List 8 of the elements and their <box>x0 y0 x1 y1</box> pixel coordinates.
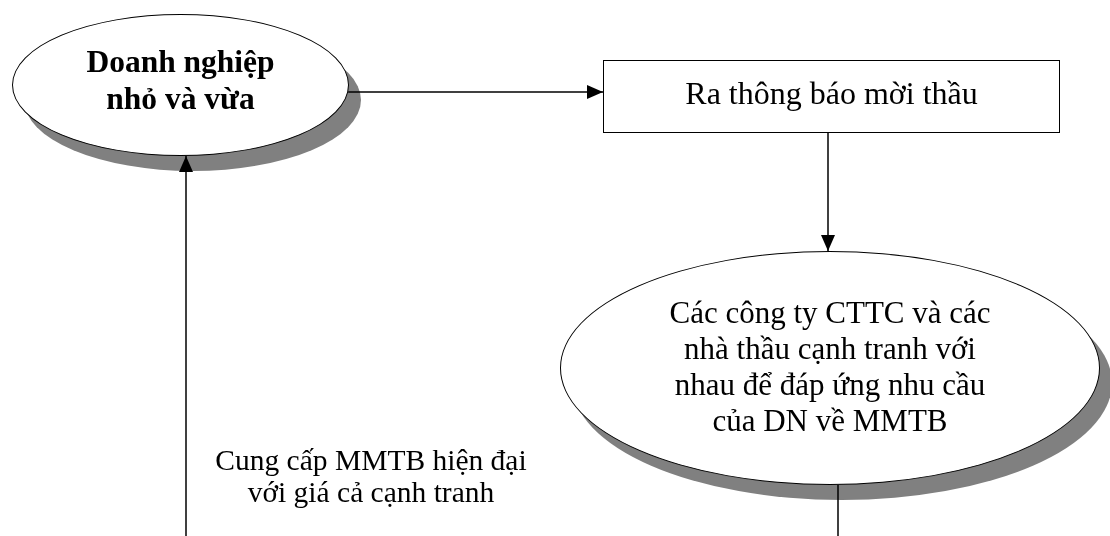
arrow <box>821 132 835 252</box>
arrow <box>347 85 604 99</box>
process-box <box>603 60 1060 133</box>
node-text: Doanh nghiệp nhỏ và vừa <box>85 43 276 117</box>
node-text: Các công ty CTTC và các nhà thầu cạnh tranh với nhau để đáp ứng nhu cầu của DN về MMTB <box>668 295 992 439</box>
connector-line <box>837 484 839 536</box>
arrow <box>179 155 193 536</box>
node-text: Ra thông báo mời thầu <box>684 74 979 111</box>
